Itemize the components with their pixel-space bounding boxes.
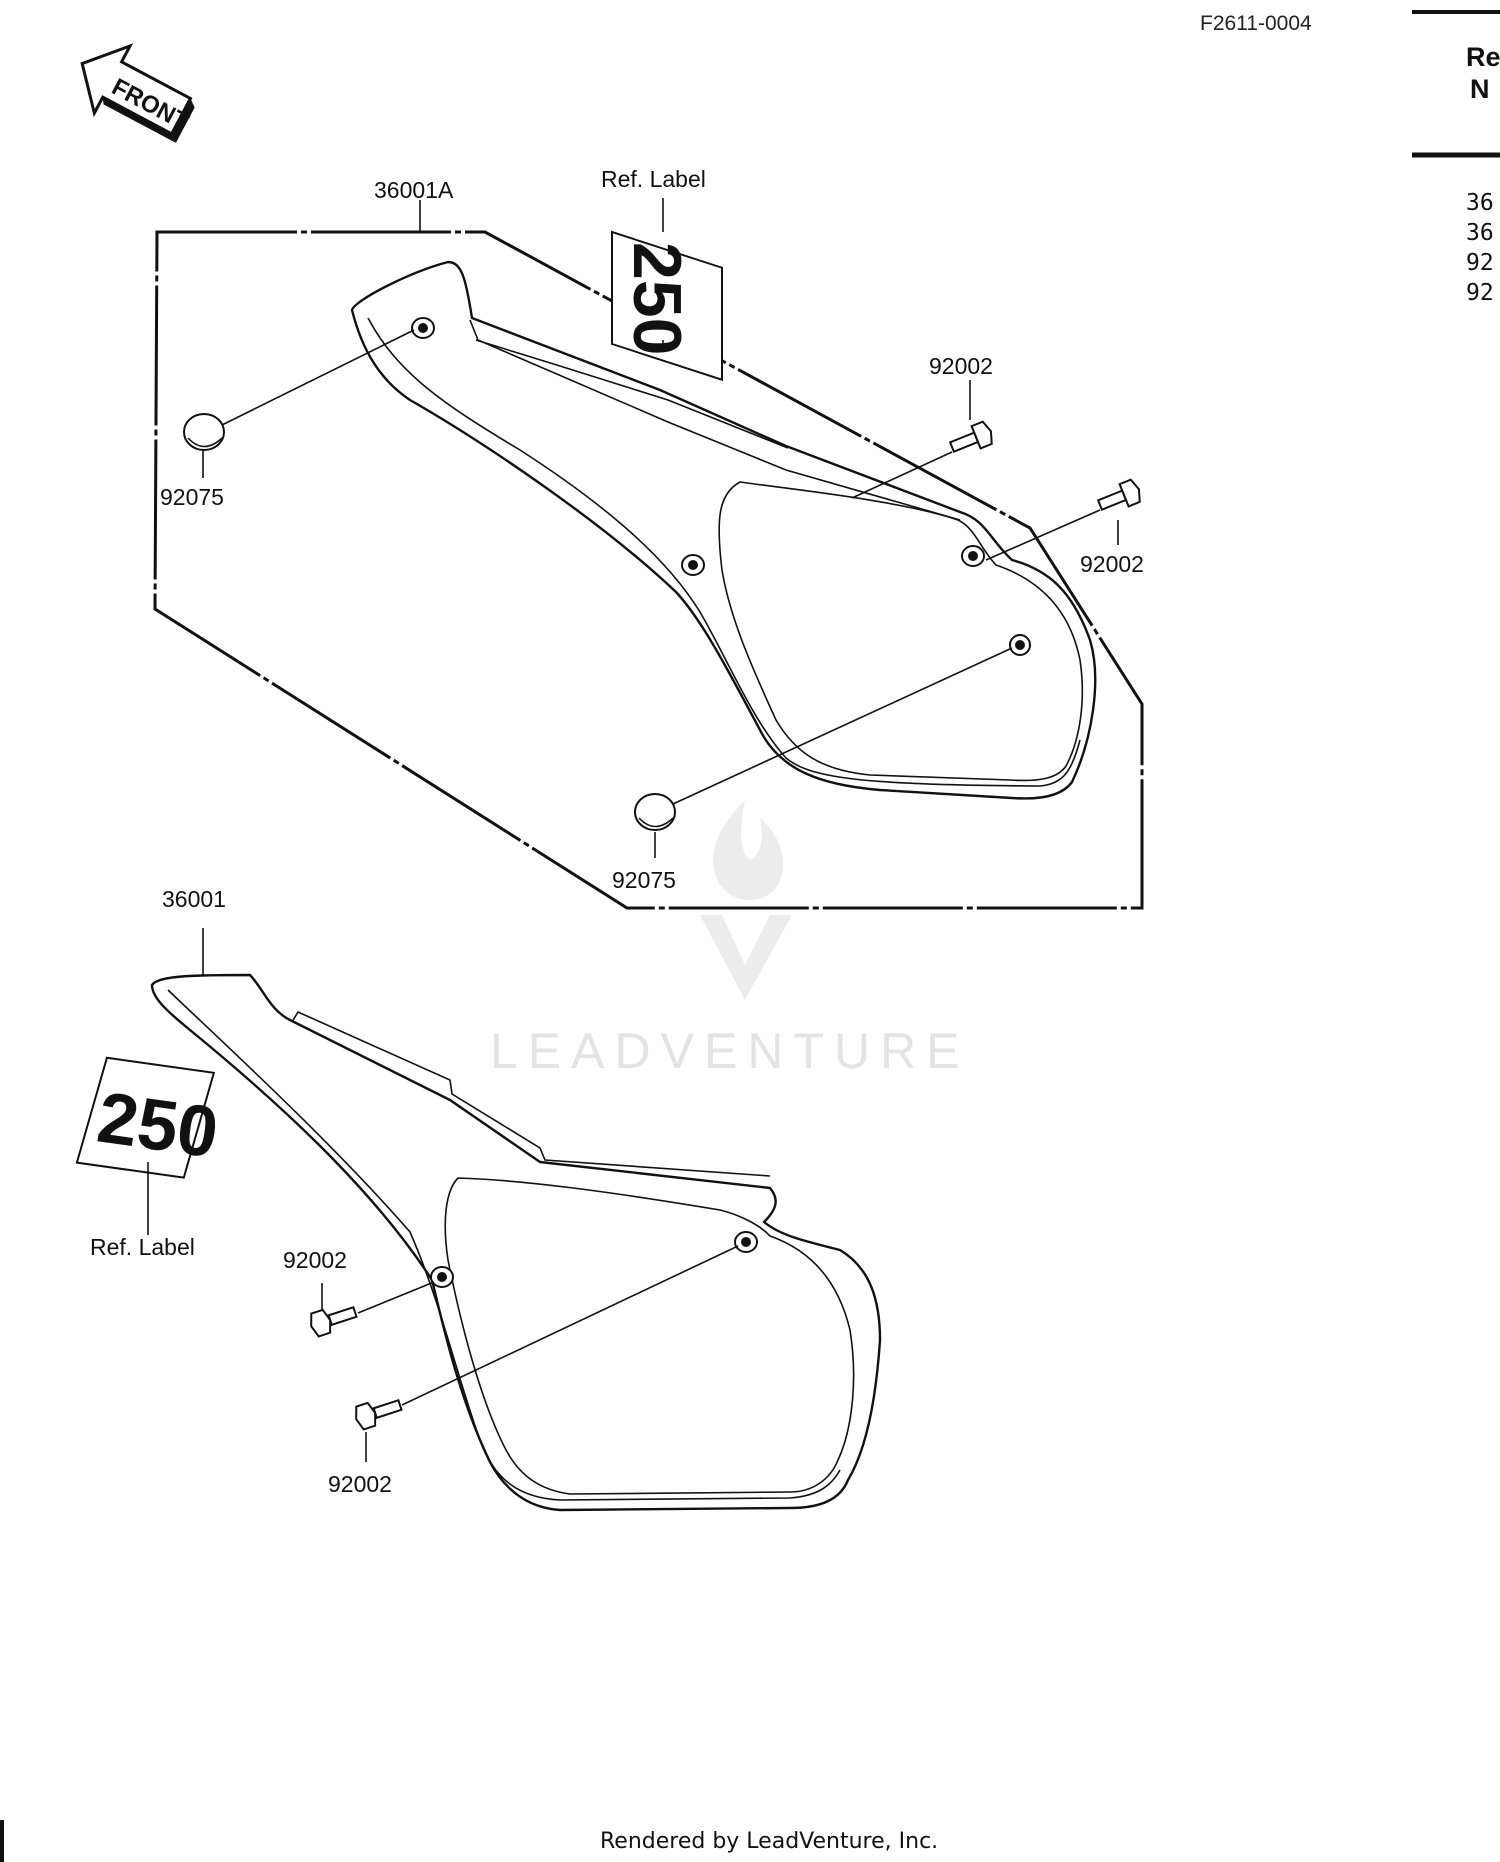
diagram-code: F2611-0004 bbox=[1200, 12, 1312, 35]
callout-92002-bottom-2[interactable]: 92002 bbox=[328, 1471, 392, 1497]
table-row[interactable]: 92 bbox=[1466, 250, 1494, 276]
bolt-icon[interactable] bbox=[1096, 478, 1144, 516]
callout-36001a[interactable]: 36001A bbox=[374, 177, 454, 203]
callout-92075-top-2[interactable]: 92075 bbox=[612, 867, 676, 893]
mount-hole bbox=[688, 560, 698, 570]
bolt-icon[interactable] bbox=[352, 1394, 403, 1431]
table-header-no: N bbox=[1470, 74, 1490, 104]
mount-hole bbox=[741, 1237, 751, 1247]
front-arrow-icon: FRONT bbox=[80, 43, 195, 143]
watermark-logo-icon bbox=[700, 800, 792, 1000]
callout-92002-top-2[interactable]: 92002 bbox=[1080, 551, 1144, 577]
callout-ref-label-bottom[interactable]: Ref. Label bbox=[90, 1234, 195, 1260]
mount-hole bbox=[968, 551, 978, 561]
edge-marker bbox=[0, 1820, 4, 1862]
table-row[interactable]: 36 bbox=[1466, 190, 1494, 216]
callout-ref-label-top[interactable]: Ref. Label bbox=[601, 166, 706, 192]
callout-36001[interactable]: 36001 bbox=[162, 886, 226, 912]
bolt-icon[interactable] bbox=[948, 420, 996, 458]
leader-line bbox=[672, 647, 1013, 805]
reference-table: Re N 36 36 92 92 bbox=[1412, 10, 1500, 306]
decal-label-top[interactable]: 250 bbox=[611, 230, 723, 382]
table-header-ref: Re bbox=[1466, 42, 1500, 72]
grommet-icon[interactable] bbox=[634, 793, 676, 831]
leader-line bbox=[401, 1245, 739, 1406]
grommet-icon[interactable] bbox=[183, 413, 225, 451]
leader-line bbox=[357, 1281, 435, 1314]
mount-hole bbox=[1015, 640, 1025, 650]
side-cover-36001[interactable] bbox=[150, 973, 882, 1512]
leader-line bbox=[851, 451, 953, 499]
watermark-text: LEADVENTURE bbox=[490, 1023, 970, 1079]
callout-92002-bottom-1[interactable]: 92002 bbox=[283, 1247, 347, 1273]
decal-text: 250 bbox=[619, 242, 695, 355]
leader-line bbox=[221, 329, 415, 426]
mount-hole bbox=[418, 323, 428, 333]
callout-92002-top-1[interactable]: 92002 bbox=[929, 353, 993, 379]
side-cover-36001a[interactable] bbox=[350, 260, 1097, 800]
bolt-icon[interactable] bbox=[307, 1301, 358, 1338]
table-row[interactable]: 92 bbox=[1466, 280, 1494, 306]
table-row[interactable]: 36 bbox=[1466, 220, 1494, 246]
leader-line bbox=[985, 509, 1101, 561]
assembly-group-outline bbox=[153, 230, 1144, 910]
decal-text: 250 bbox=[93, 1078, 223, 1174]
callout-92075-top-1[interactable]: 92075 bbox=[160, 484, 224, 510]
footer-credit: Rendered by LeadVenture, Inc. bbox=[600, 1829, 938, 1854]
decal-label-bottom[interactable]: 250 bbox=[75, 1056, 226, 1182]
mount-hole bbox=[437, 1272, 447, 1282]
